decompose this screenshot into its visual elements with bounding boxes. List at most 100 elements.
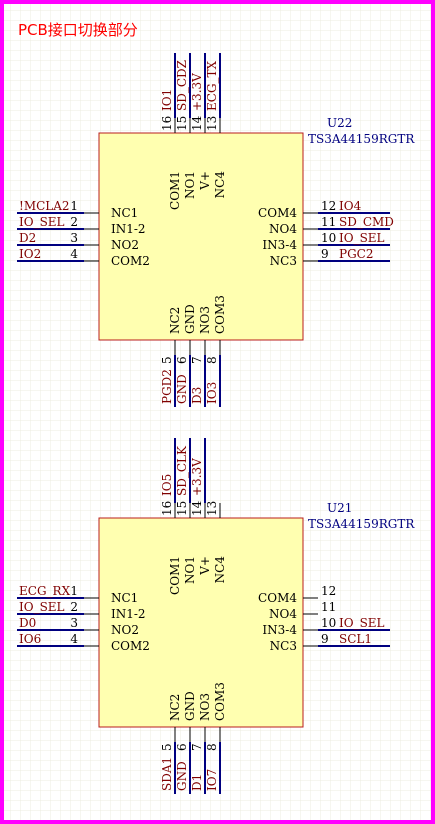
net-label: PGD2 (160, 369, 174, 404)
pin-name: COM1 (168, 556, 182, 595)
pin-number: 7 (190, 356, 204, 364)
pin-name: NO3 (198, 693, 212, 721)
net-label: IO3 (205, 382, 219, 404)
pin-name: NC3 (270, 254, 297, 268)
pin-name: V+ (198, 556, 212, 576)
net-label: GND (175, 374, 189, 404)
chip-designator: U21 (327, 501, 352, 515)
net-label: PGC2 (339, 247, 373, 261)
net-label: SD_CDZ (175, 60, 189, 111)
pin-name: COM4 (258, 591, 297, 605)
pin-name: NC2 (168, 694, 182, 721)
net-label: IO6 (19, 632, 41, 646)
pin-number: 11 (321, 215, 336, 229)
pin-number: 6 (175, 356, 189, 364)
pin-name: NO1 (183, 556, 197, 584)
pin-number: 15 (175, 116, 189, 131)
pin-number: 12 (321, 584, 336, 598)
pin-name: COM1 (168, 171, 182, 210)
pin-number: 15 (175, 501, 189, 516)
net-label: IO_SEL (19, 600, 65, 614)
pin-number: 11 (321, 600, 336, 614)
chip-body[interactable] (98, 517, 304, 728)
pin-name: GND (183, 304, 197, 334)
pin-name: NC3 (270, 639, 297, 653)
pin-name: COM3 (213, 295, 227, 334)
net-label: IO5 (160, 474, 174, 496)
sheet-title: PCB接口切换部分 (18, 21, 138, 39)
pin-name: COM2 (111, 639, 150, 653)
net-label: IO_SEL (339, 231, 385, 245)
pin-name: IN1-2 (111, 607, 146, 621)
chip-part-number: TS3A44159RGTR (308, 132, 415, 146)
pin-name: IN1-2 (111, 222, 146, 236)
pin-name: NO2 (111, 623, 139, 637)
pin-number: 10 (321, 616, 336, 630)
net-label: IO1 (160, 89, 174, 111)
pin-name: GND (183, 691, 197, 721)
net-label: +3.3V (190, 73, 204, 111)
net-label: IO_SEL (339, 616, 385, 630)
net-label: ECG_TX (205, 60, 219, 111)
net-label: IO4 (339, 199, 362, 213)
pin-number: 12 (321, 199, 336, 213)
pin-number: 2 (70, 215, 78, 229)
chip-designator: U22 (327, 116, 352, 130)
pin-name: NC1 (111, 591, 138, 605)
pin-number: 14 (190, 115, 204, 131)
pin-name: NC4 (213, 171, 227, 199)
pin-number: 13 (205, 501, 219, 516)
net-label: SCL1 (339, 632, 372, 646)
pin-number: 4 (70, 247, 78, 261)
pin-number: 9 (321, 632, 329, 646)
net-label: D3 (190, 387, 204, 404)
net-label: SD_CMD (339, 215, 394, 229)
chip-part-number: TS3A44159RGTR (308, 517, 415, 531)
pin-name: NO4 (269, 607, 297, 621)
pin-number: 1 (70, 584, 78, 598)
pin-name: NO3 (198, 306, 212, 334)
pin-name: IN3-4 (262, 623, 297, 637)
net-label: +3.3V (190, 458, 204, 496)
net-label: D1 (190, 774, 204, 791)
net-label: IO2 (19, 247, 41, 261)
pin-number: 9 (321, 247, 329, 261)
pin-number: 2 (70, 600, 78, 614)
net-label: SDA1 (160, 757, 174, 791)
pin-number: 16 (160, 116, 174, 131)
pin-name: NO4 (269, 222, 297, 236)
pin-name: NO1 (183, 171, 197, 199)
pin-number: 13 (205, 116, 219, 131)
net-label: SD_CLK (175, 445, 189, 496)
pin-number: 3 (70, 616, 78, 630)
net-label: IO7 (205, 769, 219, 791)
pin-name: COM2 (111, 254, 150, 268)
pin-number: 8 (205, 743, 219, 751)
pin-number: 8 (205, 356, 219, 364)
net-label: D0 (19, 616, 36, 630)
pin-number: 5 (160, 743, 174, 751)
net-label: GND (175, 761, 189, 791)
net-label: ECG_RX (19, 584, 71, 598)
pin-number: 3 (70, 231, 78, 245)
net-label: IO_SEL (19, 215, 65, 229)
pin-number: 6 (175, 743, 189, 751)
pin-number: 1 (70, 199, 78, 213)
pin-name: V+ (198, 171, 212, 191)
net-label: !MCLA2 (19, 199, 70, 213)
pin-name: NC1 (111, 206, 138, 220)
pin-number: 10 (321, 231, 336, 245)
pin-name: NO2 (111, 238, 139, 252)
pin-name: NC2 (168, 307, 182, 334)
pin-number: 16 (160, 501, 174, 516)
pin-name: NC4 (213, 556, 227, 584)
chip-body[interactable] (98, 132, 304, 341)
pin-number: 4 (70, 632, 78, 646)
pin-number: 7 (190, 743, 204, 751)
pin-name: COM3 (213, 682, 227, 721)
net-label: D2 (19, 231, 36, 245)
